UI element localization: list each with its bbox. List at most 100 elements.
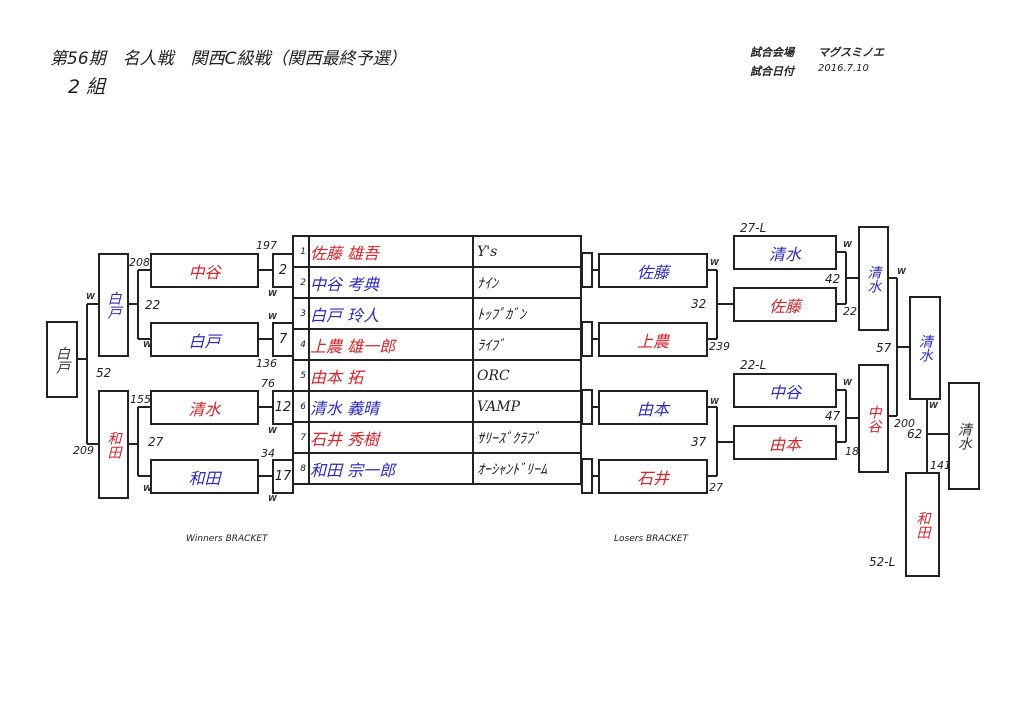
- score: 208: [129, 256, 150, 269]
- winners-r1-box-2: 白戸: [150, 322, 259, 357]
- match-number: 12: [272, 390, 294, 425]
- seed-number: 2: [292, 266, 310, 299]
- losers-r1-box: 由本: [598, 390, 708, 425]
- losers-r4-box: 清水: [909, 296, 941, 400]
- date-label: 試合日付: [750, 65, 794, 78]
- losers-bracket-label: Losers BRACKET: [614, 534, 688, 544]
- seed-number: 5: [292, 359, 310, 392]
- win-mark: W: [86, 292, 95, 301]
- score: 18: [845, 445, 859, 458]
- score: 32: [691, 297, 707, 311]
- losers-r2-box: 清水: [733, 235, 837, 270]
- score: 27: [709, 481, 723, 494]
- winners-final-box: 白戸: [46, 321, 78, 398]
- match-number: 17: [272, 459, 294, 494]
- win-mark: W: [268, 494, 277, 503]
- score: 22: [843, 305, 857, 318]
- seed-number: 7: [292, 421, 310, 454]
- drop-label: 22-L: [740, 358, 767, 372]
- score: 47: [825, 409, 841, 423]
- seed-number: 4: [292, 328, 310, 361]
- win-mark: W: [268, 289, 277, 298]
- winners-r1-box-3: 清水: [150, 390, 259, 425]
- date: 2016.7.10: [818, 63, 869, 74]
- win-mark: W: [143, 484, 152, 493]
- player-name: 白戸 玲人: [308, 297, 474, 330]
- team-name: ﾅｲﾝ: [472, 266, 582, 299]
- losers-r1-box: 石井: [598, 459, 708, 494]
- winners-r1-box-4: 和田: [150, 459, 259, 494]
- player-name: 清水 義晴: [308, 390, 474, 423]
- player-name: 上農 雄一郎: [308, 328, 474, 361]
- win-mark: W: [710, 258, 719, 267]
- win-mark: W: [143, 340, 152, 349]
- score: 34: [261, 447, 275, 460]
- losers-r2-box: 由本: [733, 425, 837, 460]
- group-label: 2 組: [68, 76, 106, 98]
- seed-number: 8: [292, 452, 310, 485]
- win-mark: W: [710, 397, 719, 406]
- win-mark: W: [897, 267, 906, 276]
- player-name: 中谷 考典: [308, 266, 474, 299]
- team-name: VAMP: [472, 390, 582, 423]
- score: 57: [876, 341, 892, 355]
- winners-r1-box-1: 中谷: [150, 253, 259, 288]
- winners-semi-box-2: 和田: [98, 390, 129, 499]
- score: 197: [256, 239, 277, 252]
- win-mark: W: [843, 378, 852, 387]
- venue-label: 試合会場: [750, 46, 794, 59]
- score: 76: [261, 377, 275, 390]
- score: 62: [907, 427, 923, 441]
- score: 52: [96, 366, 112, 380]
- win-mark: W: [268, 426, 277, 435]
- losers-r2-box: 佐藤: [733, 287, 837, 322]
- drop-label: 52-L: [869, 555, 896, 569]
- match-number: 7: [272, 322, 294, 357]
- score: 42: [825, 272, 841, 286]
- score: 200: [894, 417, 915, 430]
- losers-r1-box: 佐藤: [598, 253, 708, 288]
- team-name: ORC: [472, 359, 582, 392]
- match-number: 2: [272, 253, 294, 288]
- team-name: ｻﾘｰｽﾞｸﾗﾌﾞ: [472, 421, 582, 454]
- score: 155: [130, 393, 151, 406]
- player-name: 和田 宗一郎: [308, 452, 474, 485]
- win-mark: W: [929, 401, 938, 410]
- team-name: Y's: [472, 235, 582, 268]
- losers-r3-box: 清水: [858, 226, 889, 331]
- player-name: 由本 拓: [308, 359, 474, 392]
- score: 141: [930, 459, 951, 472]
- score: 209: [73, 444, 94, 457]
- losers-r2-box: 中谷: [733, 373, 837, 408]
- score: 239: [709, 340, 730, 353]
- team-name: ﾗｲﾌﾞ: [472, 328, 582, 361]
- seed-number: 1: [292, 235, 310, 268]
- winners-semi-box-1: 白戸: [98, 253, 129, 357]
- player-name: 石井 秀樹: [308, 421, 474, 454]
- losers-final-box: 清水: [948, 382, 980, 490]
- winners-bracket-label: Winners BRACKET: [186, 534, 268, 544]
- score: 136: [256, 357, 277, 370]
- score: 27: [148, 435, 164, 449]
- team-name: ｵｰｼｬﾝﾄﾞﾘｰﾑ: [472, 452, 582, 485]
- drop-label: 27-L: [740, 221, 767, 235]
- win-mark: W: [268, 312, 277, 321]
- venue: マグスミノエ: [818, 46, 884, 59]
- losers-opponent-box: 和田: [905, 472, 940, 577]
- win-mark: W: [843, 240, 852, 249]
- seed-number: 3: [292, 297, 310, 330]
- seed-number: 6: [292, 390, 310, 423]
- team-name: ﾄｯﾌﾟｶﾞﾝ: [472, 297, 582, 330]
- score: 22: [145, 298, 161, 312]
